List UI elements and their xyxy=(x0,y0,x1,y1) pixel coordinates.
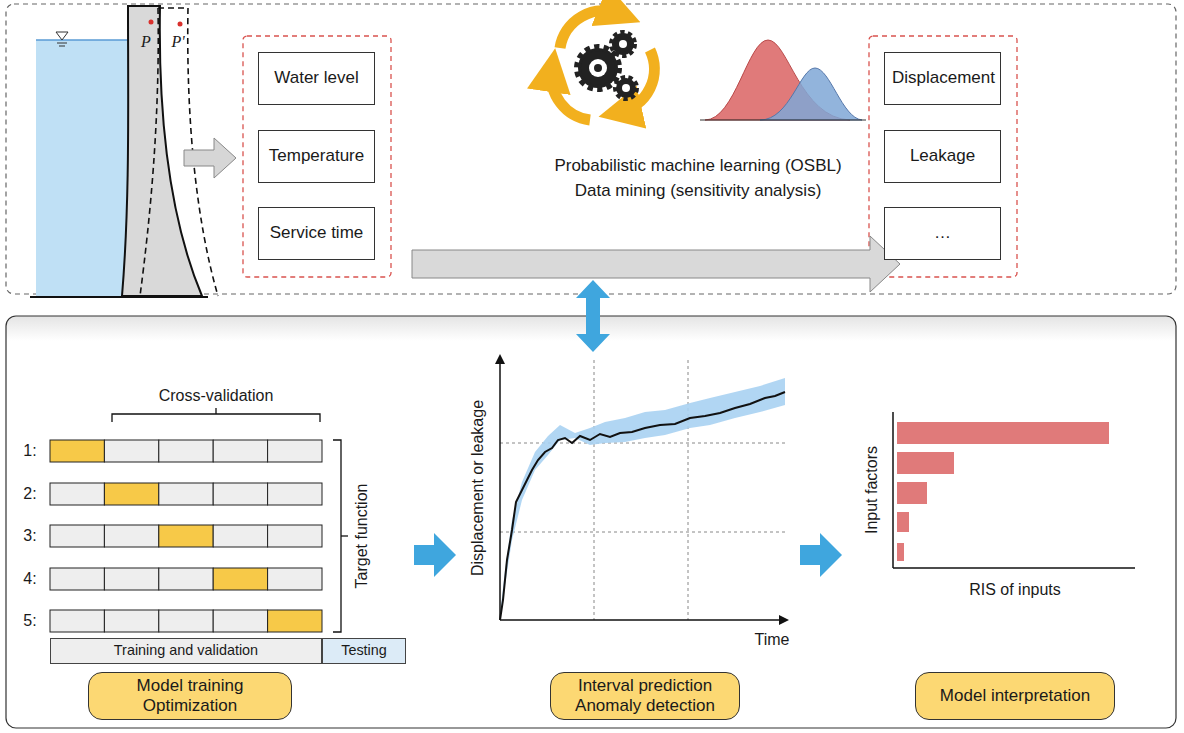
axis-label: RIS of inputs xyxy=(969,581,1061,599)
cv-grid xyxy=(50,440,322,632)
output-box: … xyxy=(884,207,1001,260)
row-number: 3: xyxy=(23,527,36,545)
stage-box: Model training Optimization xyxy=(88,672,292,720)
input-arrow xyxy=(184,138,236,178)
flow-arrow xyxy=(800,533,842,577)
importance-chart xyxy=(893,412,1135,568)
model-arrow xyxy=(412,236,900,292)
axis-label: Input factors xyxy=(863,446,881,534)
input-box: Service time xyxy=(258,207,375,260)
node-text: Testing xyxy=(341,642,387,659)
data-segment: Testing xyxy=(322,638,406,663)
method-text: Data mining (sensitivity analysis) xyxy=(575,181,822,201)
axis-label: Time xyxy=(755,631,790,649)
input-group xyxy=(243,36,391,277)
data-segment: Training and validation xyxy=(50,638,322,663)
node-text: Interval prediction Anomaly detection xyxy=(558,676,732,717)
point-label: P' xyxy=(171,33,184,51)
axis-label: Displacement or leakage xyxy=(469,400,487,576)
link-arrow xyxy=(576,280,610,352)
output-box: Leakage xyxy=(884,130,1001,183)
method-text: Probabilistic machine learning (OSBL) xyxy=(554,156,841,176)
node-text: Water level xyxy=(274,68,358,88)
node-text: Temperature xyxy=(269,146,364,166)
node-text: Model training Optimization xyxy=(96,676,284,717)
node-text: Displacement xyxy=(892,68,993,88)
output-box: Displacement xyxy=(884,52,1001,105)
node-text: Leakage xyxy=(910,146,975,166)
row-number: 4: xyxy=(23,570,36,588)
row-number: 1: xyxy=(23,442,36,460)
node-text: Service time xyxy=(270,223,364,243)
gears-icon xyxy=(552,11,655,120)
point-label: P xyxy=(141,33,151,51)
node-text: Model interpretation xyxy=(940,686,1090,706)
node-text: … xyxy=(934,223,951,243)
output-group xyxy=(869,36,1017,277)
stage-box: Interval prediction Anomaly detection xyxy=(550,672,740,720)
row-number: 2: xyxy=(23,485,36,503)
row-number: 5: xyxy=(23,612,36,630)
flow-arrow xyxy=(414,533,456,577)
bottom-panel xyxy=(6,316,1176,728)
input-box: Water level xyxy=(258,52,375,105)
interval-chart xyxy=(495,354,789,625)
input-box: Temperature xyxy=(258,130,375,183)
node-text: Training and validation xyxy=(114,642,258,659)
stage-box: Model interpretation xyxy=(915,672,1115,720)
bracket-label: Cross-validation xyxy=(159,387,274,405)
axis-label: Target function xyxy=(353,484,371,589)
distribution-blue xyxy=(760,68,862,120)
reservoir xyxy=(36,40,128,298)
